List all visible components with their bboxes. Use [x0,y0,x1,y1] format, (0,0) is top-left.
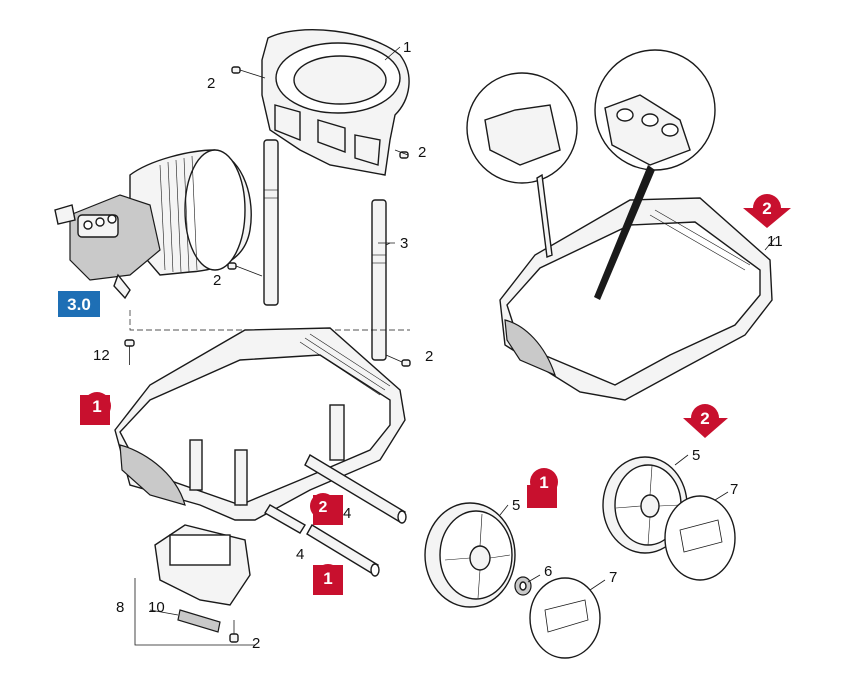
screw-left-tube [227,262,263,277]
variant-marker-1-bottom: 1 [313,564,343,595]
callout-2-bracket: 2 [252,635,260,652]
variant-marker-2-center: 2 [310,493,343,525]
callout-5-wheel-2: 5 [692,447,700,464]
callout-labels: 1 2 2 2 2 2 3 4 4 5 5 6 7 7 8 10 11 12 [93,39,783,652]
callout-2-right-tube: 2 [425,348,433,365]
callout-2-handle: 2 [207,75,215,92]
callout-5-wheel-1: 5 [512,497,520,514]
callout-8: 8 [116,599,124,616]
screw-near-handle-right [394,149,409,159]
svg-text:1: 1 [92,397,101,416]
nut-6 [514,576,532,596]
callout-2-handle-right: 2 [418,144,426,161]
callout-3: 3 [400,235,408,252]
callout-4-lower: 4 [296,546,304,563]
tube-right [371,199,387,361]
screw-right-tube [385,354,411,367]
callout-11: 11 [767,233,783,250]
screw-bracket [229,620,239,643]
callout-2-left-tube: 2 [213,272,221,289]
part-10 [177,609,221,633]
motor-pump-assembly [54,149,252,300]
axle-upper [304,454,407,524]
variant-marker-2-frame: 2 [743,194,791,228]
svg-text:2: 2 [762,199,771,218]
axle-short [264,504,306,534]
callout-7-hubcap-1: 7 [609,569,617,586]
callout-10: 10 [148,599,165,616]
svg-text:1: 1 [539,473,548,492]
variant-marker-1-wheel: 1 [527,468,558,508]
svg-text:1: 1 [323,569,332,588]
callout-1: 1 [403,39,411,56]
callout-12: 12 [93,347,110,364]
tube-left [263,139,279,306]
assembly-dashline [129,310,410,331]
hubcap-variant-1 [529,577,601,659]
variant-marker-1-left: 1 [80,392,111,425]
svg-text:2: 2 [319,499,328,516]
base-frame-variant-2-ribs [649,209,751,271]
callout-leaders [149,46,776,616]
version-badge: 3.0 [58,291,100,317]
detail-zoom-right [594,49,716,300]
detail-zoom-left [466,72,578,258]
version-badge-label: 3.0 [67,295,91,314]
motor-cooling-fins [159,155,198,273]
svg-text:2: 2 [700,409,709,428]
callout-7-hubcap-2: 7 [730,481,738,498]
variant-marker-2-wheel: 2 [683,404,728,438]
hubcap-variant-2 [664,495,736,581]
wheel-variant-1 [424,502,516,608]
base-frame-variant-2 [499,197,773,401]
callout-6: 6 [544,563,552,580]
screw-12 [124,339,135,365]
axle-lower [306,524,380,577]
base-frame-ribs [299,333,391,396]
screw-near-handle-top [231,66,266,79]
bracket-8 [134,524,255,646]
callout-4-upper: 4 [343,505,351,522]
handle-part [261,29,410,176]
